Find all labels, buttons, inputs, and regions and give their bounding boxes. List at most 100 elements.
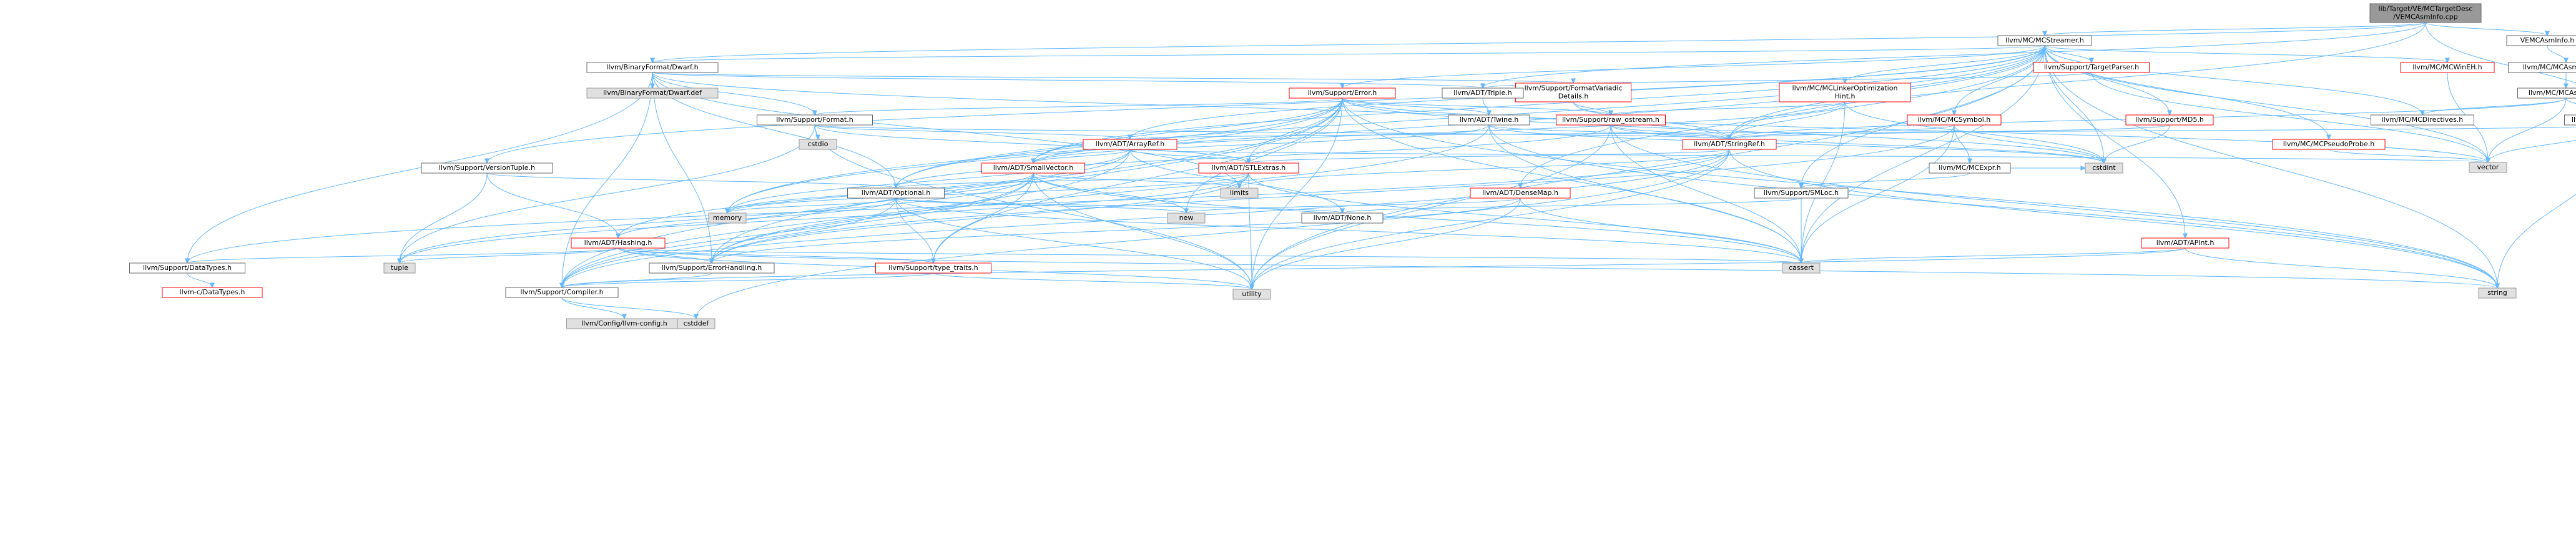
- node-smallvector[interactable]: llvm/ADT/SmallVector.h: [981, 162, 1085, 174]
- node-asminfoelf[interactable]: llvm/MC/MCAsmInfoELF.h: [2508, 62, 2576, 73]
- node-targetparser[interactable]: llvm/Support/TargetParser.h: [2033, 62, 2150, 73]
- edge-stringref-to-datatypes: [185, 149, 1730, 264]
- node-mctargetoptions[interactable]: llvm/MC/MCTargetOptions.h: [2564, 114, 2576, 126]
- node-label: llvm/MC/MCLinkerOptimization: [1792, 84, 1898, 92]
- node-label: /VEMCAsmInfo.cpp: [2393, 13, 2457, 21]
- node-box: [1301, 212, 1384, 224]
- edge-hashing-to-tuple: [397, 247, 619, 264]
- arrowhead: [2080, 166, 2087, 171]
- arrowhead: [1480, 83, 1485, 89]
- node-compiler[interactable]: llvm/Support/Compiler.h: [505, 287, 619, 298]
- node-typetraits[interactable]: llvm/Support/type_traits.h: [875, 262, 991, 274]
- node-box: [875, 262, 991, 274]
- arrowhead: [1571, 78, 1576, 84]
- node-optional[interactable]: llvm/ADT/Optional.h: [847, 187, 945, 199]
- node-label: llvm/MC/MCStreamer.h: [2005, 36, 2084, 44]
- arrowhead: [1487, 110, 1492, 116]
- node-densemap[interactable]: llvm/ADT/DenseMap.h: [1470, 187, 1571, 199]
- edge-bfdwarf-to-triple: [652, 72, 1485, 89]
- arrowhead: [725, 208, 730, 214]
- arrowhead: [1128, 134, 1133, 141]
- node-new: new: [1167, 212, 1206, 224]
- node-twine[interactable]: llvm/ADT/Twine.h: [1448, 114, 1530, 126]
- arrowhead: [650, 57, 655, 64]
- node-label: llvm/ADT/Hashing.h: [584, 239, 652, 247]
- node-stringref[interactable]: llvm/ADT/StringRef.h: [1682, 139, 1777, 150]
- arrowhead: [2485, 157, 2490, 164]
- node-format[interactable]: llvm/Support/Format.h: [757, 114, 873, 126]
- node-label: llvm/MC/MCAsmInfoELF.h: [2523, 63, 2576, 71]
- edge-mctargetoptions-to-string: [2495, 194, 2576, 289]
- node-label: llvm/ADT/ArrayRef.h: [1096, 140, 1165, 148]
- node-hashing[interactable]: llvm/ADT/Hashing.h: [571, 237, 666, 249]
- edge-stringref-to-cstddef: [694, 149, 1730, 320]
- node-label: llvm/MC/MCTargetOptions.h: [2572, 116, 2576, 124]
- node-errorhandling[interactable]: llvm/Support/ErrorHandling.h: [649, 262, 775, 274]
- node-box: [1470, 187, 1571, 199]
- arrowhead: [1727, 134, 1732, 141]
- edge-versiontuple-to-hashing: [486, 172, 621, 239]
- node-label: llvm/Support/VersionTuple.h: [439, 164, 535, 172]
- node-box: [2085, 162, 2123, 174]
- node-arrayref[interactable]: llvm/ADT/ArrayRef.h: [1083, 139, 1177, 150]
- node-bfdwarf[interactable]: llvm/BinaryFormat/Dwarf.h: [586, 62, 719, 73]
- node-box: [1083, 139, 1177, 150]
- node-pseudoprobe[interactable]: llvm/MC/MCPseudoProbe.h: [2272, 139, 2386, 150]
- node-label: llvm/ADT/Triple.h: [1453, 89, 1512, 97]
- node-mcsymbol[interactable]: llvm/MC/MCSymbol.h: [1907, 114, 2002, 126]
- node-asminfo[interactable]: llvm/MC/MCAsmInfo.h: [2517, 87, 2576, 99]
- node-veasminfo[interactable]: VEMCAsmInfo.h: [2506, 35, 2576, 46]
- arrowhead: [185, 258, 190, 264]
- edge-mcexpr-to-smloc: [1799, 172, 1970, 189]
- node-label: llvm/ADT/SmallVector.h: [993, 164, 1074, 172]
- node-label: llvm/MC/MCDirectives.h: [2382, 116, 2464, 124]
- node-box: [649, 262, 775, 274]
- arrowhead: [2420, 110, 2425, 116]
- node-none[interactable]: llvm/ADT/None.h: [1301, 212, 1384, 224]
- arrowhead: [1799, 258, 1804, 264]
- node-box: [1782, 262, 1821, 274]
- node-box: [1682, 139, 1777, 150]
- node-box: [129, 262, 245, 274]
- node-label: cstdint: [2092, 164, 2116, 172]
- node-md5[interactable]: llvm/Support/MD5.h: [2125, 114, 2214, 126]
- edge-mcexpr-to-cstdint: [2010, 166, 2087, 171]
- arrowhead: [1031, 158, 1036, 164]
- node-box: [2478, 287, 2517, 299]
- node-apint[interactable]: llvm/ADT/APInt.h: [2141, 237, 2229, 249]
- node-string: string: [2478, 287, 2517, 299]
- node-box: [1442, 87, 1524, 99]
- node-datatypes[interactable]: llvm/Support/DataTypes.h: [129, 262, 245, 274]
- node-label: cstddef: [684, 319, 710, 327]
- edge-asminfo-to-mcdirectives: [2420, 97, 2567, 116]
- node-label: memory: [713, 214, 742, 222]
- node-cassert: cassert: [1782, 262, 1821, 274]
- edge-bfdwarf-to-limits: [652, 72, 1242, 189]
- node-box: [2517, 87, 2576, 99]
- edge-format-to-cstdio: [814, 124, 820, 141]
- node-mcexpr[interactable]: llvm/MC/MCExpr.h: [1929, 162, 2011, 174]
- node-mcwineh[interactable]: llvm/MC/MCWinEH.h: [2400, 62, 2495, 73]
- node-triple[interactable]: llvm/ADT/Triple.h: [1442, 87, 1524, 99]
- node-label: llvm/Support/ErrorHandling.h: [662, 264, 762, 272]
- node-cdatatypes[interactable]: llvm-c/DataTypes.h: [162, 287, 263, 298]
- node-versiontuple[interactable]: llvm/Support/VersionTuple.h: [421, 162, 553, 174]
- node-box: [2125, 114, 2214, 126]
- node-rawostream[interactable]: llvm/Support/raw_ostream.h: [1556, 114, 1666, 126]
- node-smloc[interactable]: llvm/Support/SMLoc.h: [1754, 187, 1849, 199]
- node-box: [1448, 114, 1530, 126]
- edge-mcstreamer-to-mcdirectives: [2044, 45, 2425, 116]
- node-label: string: [2487, 289, 2507, 297]
- edge-errorhandling-to-compiler: [559, 272, 712, 289]
- node-error[interactable]: llvm/Support/Error.h: [1289, 87, 1396, 99]
- node-label: cassert: [1789, 264, 1814, 272]
- node-box: [2141, 237, 2229, 249]
- node-mcdirectives[interactable]: llvm/MC/MCDirectives.h: [2371, 114, 2474, 126]
- arrowhead: [559, 282, 564, 289]
- edge-linkeropt-to-cstdint: [1844, 101, 2107, 164]
- node-stlextras[interactable]: llvm/ADT/STLExtras.h: [1198, 162, 1299, 174]
- node-mcstreamer[interactable]: llvm/MC/MCStreamer.h: [1997, 35, 2092, 46]
